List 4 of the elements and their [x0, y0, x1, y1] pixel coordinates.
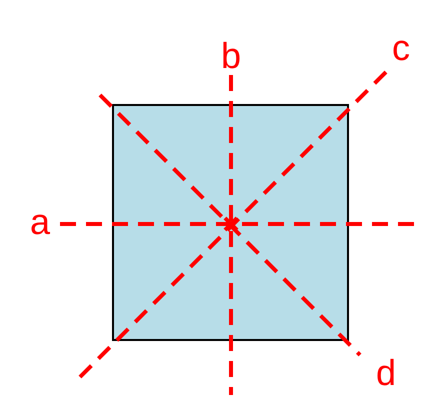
axis-label: b — [221, 38, 242, 74]
axis-label: a — [30, 204, 50, 240]
axis-label: d — [376, 355, 396, 391]
axis-label: c — [392, 30, 410, 66]
